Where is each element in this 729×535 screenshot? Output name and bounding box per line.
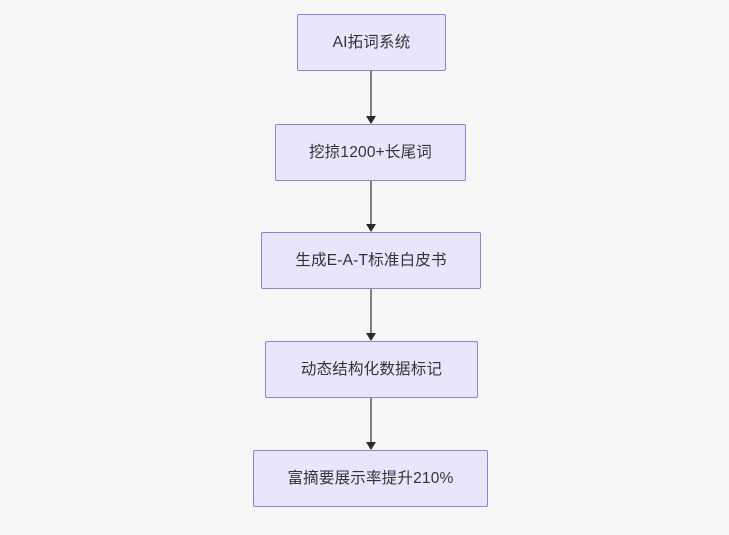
- connector-line: [370, 181, 372, 224]
- flow-node-ai-keyword-system[interactable]: AI拓词系统: [297, 14, 446, 71]
- flow-node-label: 生成E-A-T标准白皮书: [295, 251, 447, 269]
- arrowhead-down-icon: [366, 442, 376, 450]
- flow-node-label: AI拓词系统: [332, 33, 411, 51]
- connector-line: [370, 289, 372, 333]
- arrowhead-down-icon: [366, 224, 376, 232]
- connector-line: [370, 71, 372, 116]
- arrowhead-down-icon: [366, 116, 376, 124]
- flow-node-dynamic-structured-data-markup[interactable]: 动态结构化数据标记: [265, 341, 478, 398]
- arrowhead-down-icon: [366, 333, 376, 341]
- flow-node-label: 挖掠1200+长尾词: [308, 143, 433, 161]
- flow-node-mine-longtail-keywords[interactable]: 挖掠1200+长尾词: [275, 124, 466, 181]
- flow-node-rich-snippet-impression-uplift[interactable]: 富摘要展示率提升210%: [253, 450, 488, 507]
- flow-node-label: 动态结构化数据标记: [300, 360, 443, 378]
- connector-line: [370, 398, 372, 442]
- flow-node-label: 富摘要展示率提升210%: [287, 469, 454, 487]
- flow-node-generate-eat-whitepaper[interactable]: 生成E-A-T标准白皮书: [261, 232, 481, 289]
